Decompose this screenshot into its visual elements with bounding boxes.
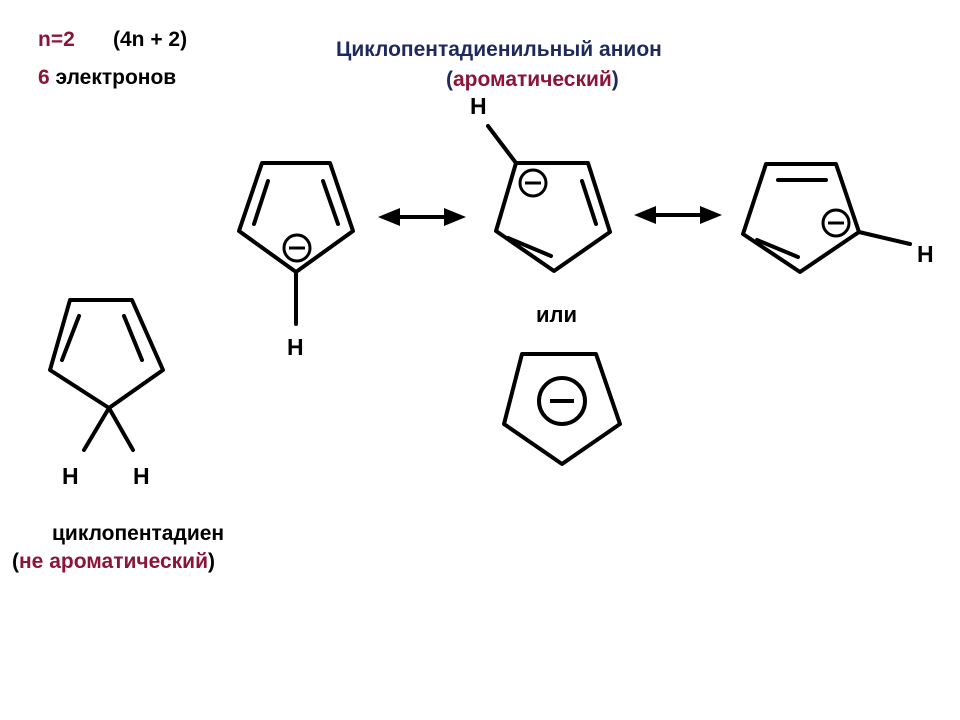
cyclopentadiene-structure: H H bbox=[48, 298, 165, 489]
diene-name: циклопентадиен bbox=[52, 522, 225, 545]
ring-3-double-bond-bottom bbox=[755, 238, 800, 259]
electron-count-text: электронов bbox=[49, 66, 177, 89]
ring-3-hydrogen: H bbox=[917, 241, 934, 267]
ring-1-hydrogen: H bbox=[287, 334, 304, 360]
ring-2 bbox=[494, 161, 612, 273]
ring-3 bbox=[741, 162, 861, 274]
diene-hydrogen-left: H bbox=[62, 463, 79, 489]
diene-ch-bond-right bbox=[107, 406, 135, 452]
non-aromatic-label: не ароматический bbox=[19, 550, 208, 573]
resonance-arrow-1-icon bbox=[378, 208, 466, 226]
electron-count: 6 электронов bbox=[38, 66, 177, 89]
resonance-structure-3: H bbox=[741, 162, 934, 274]
ring-3-ch-bond bbox=[857, 230, 912, 246]
diene-double-bond-left bbox=[60, 314, 81, 362]
diene-ring bbox=[48, 298, 165, 410]
huckel-formula: (4n + 2) bbox=[113, 28, 188, 51]
ring-1-double-bond-left bbox=[252, 179, 270, 226]
ring-2-double-bond-right bbox=[580, 179, 598, 226]
aromatic-label: ароматический bbox=[453, 68, 612, 91]
ring-1 bbox=[237, 161, 355, 274]
diene-description: (не ароматический) bbox=[12, 550, 215, 573]
delocalized-ring bbox=[502, 352, 622, 466]
delocalized-anion-structure bbox=[502, 352, 622, 466]
diene-hydrogen-right: H bbox=[133, 463, 150, 489]
ring-1-double-bond-right bbox=[321, 179, 340, 226]
ring-2-ch-bond bbox=[486, 124, 518, 165]
resonance-structure-2: H bbox=[470, 93, 612, 273]
or-label: или bbox=[536, 302, 578, 327]
diene-ch-bond-left bbox=[82, 406, 111, 452]
ring-2-double-bond-bottom bbox=[506, 236, 553, 258]
diene-double-bond-right bbox=[122, 314, 144, 362]
anion-subtitle: (ароматический) bbox=[446, 68, 619, 91]
resonance-structure-1: H bbox=[237, 161, 355, 360]
resonance-arrow-2-icon bbox=[634, 206, 722, 224]
ring-2-hydrogen: H bbox=[470, 93, 487, 119]
anion-title: Циклопентадиенильный анион bbox=[336, 38, 662, 61]
n-value-label: n=2 bbox=[38, 28, 75, 51]
